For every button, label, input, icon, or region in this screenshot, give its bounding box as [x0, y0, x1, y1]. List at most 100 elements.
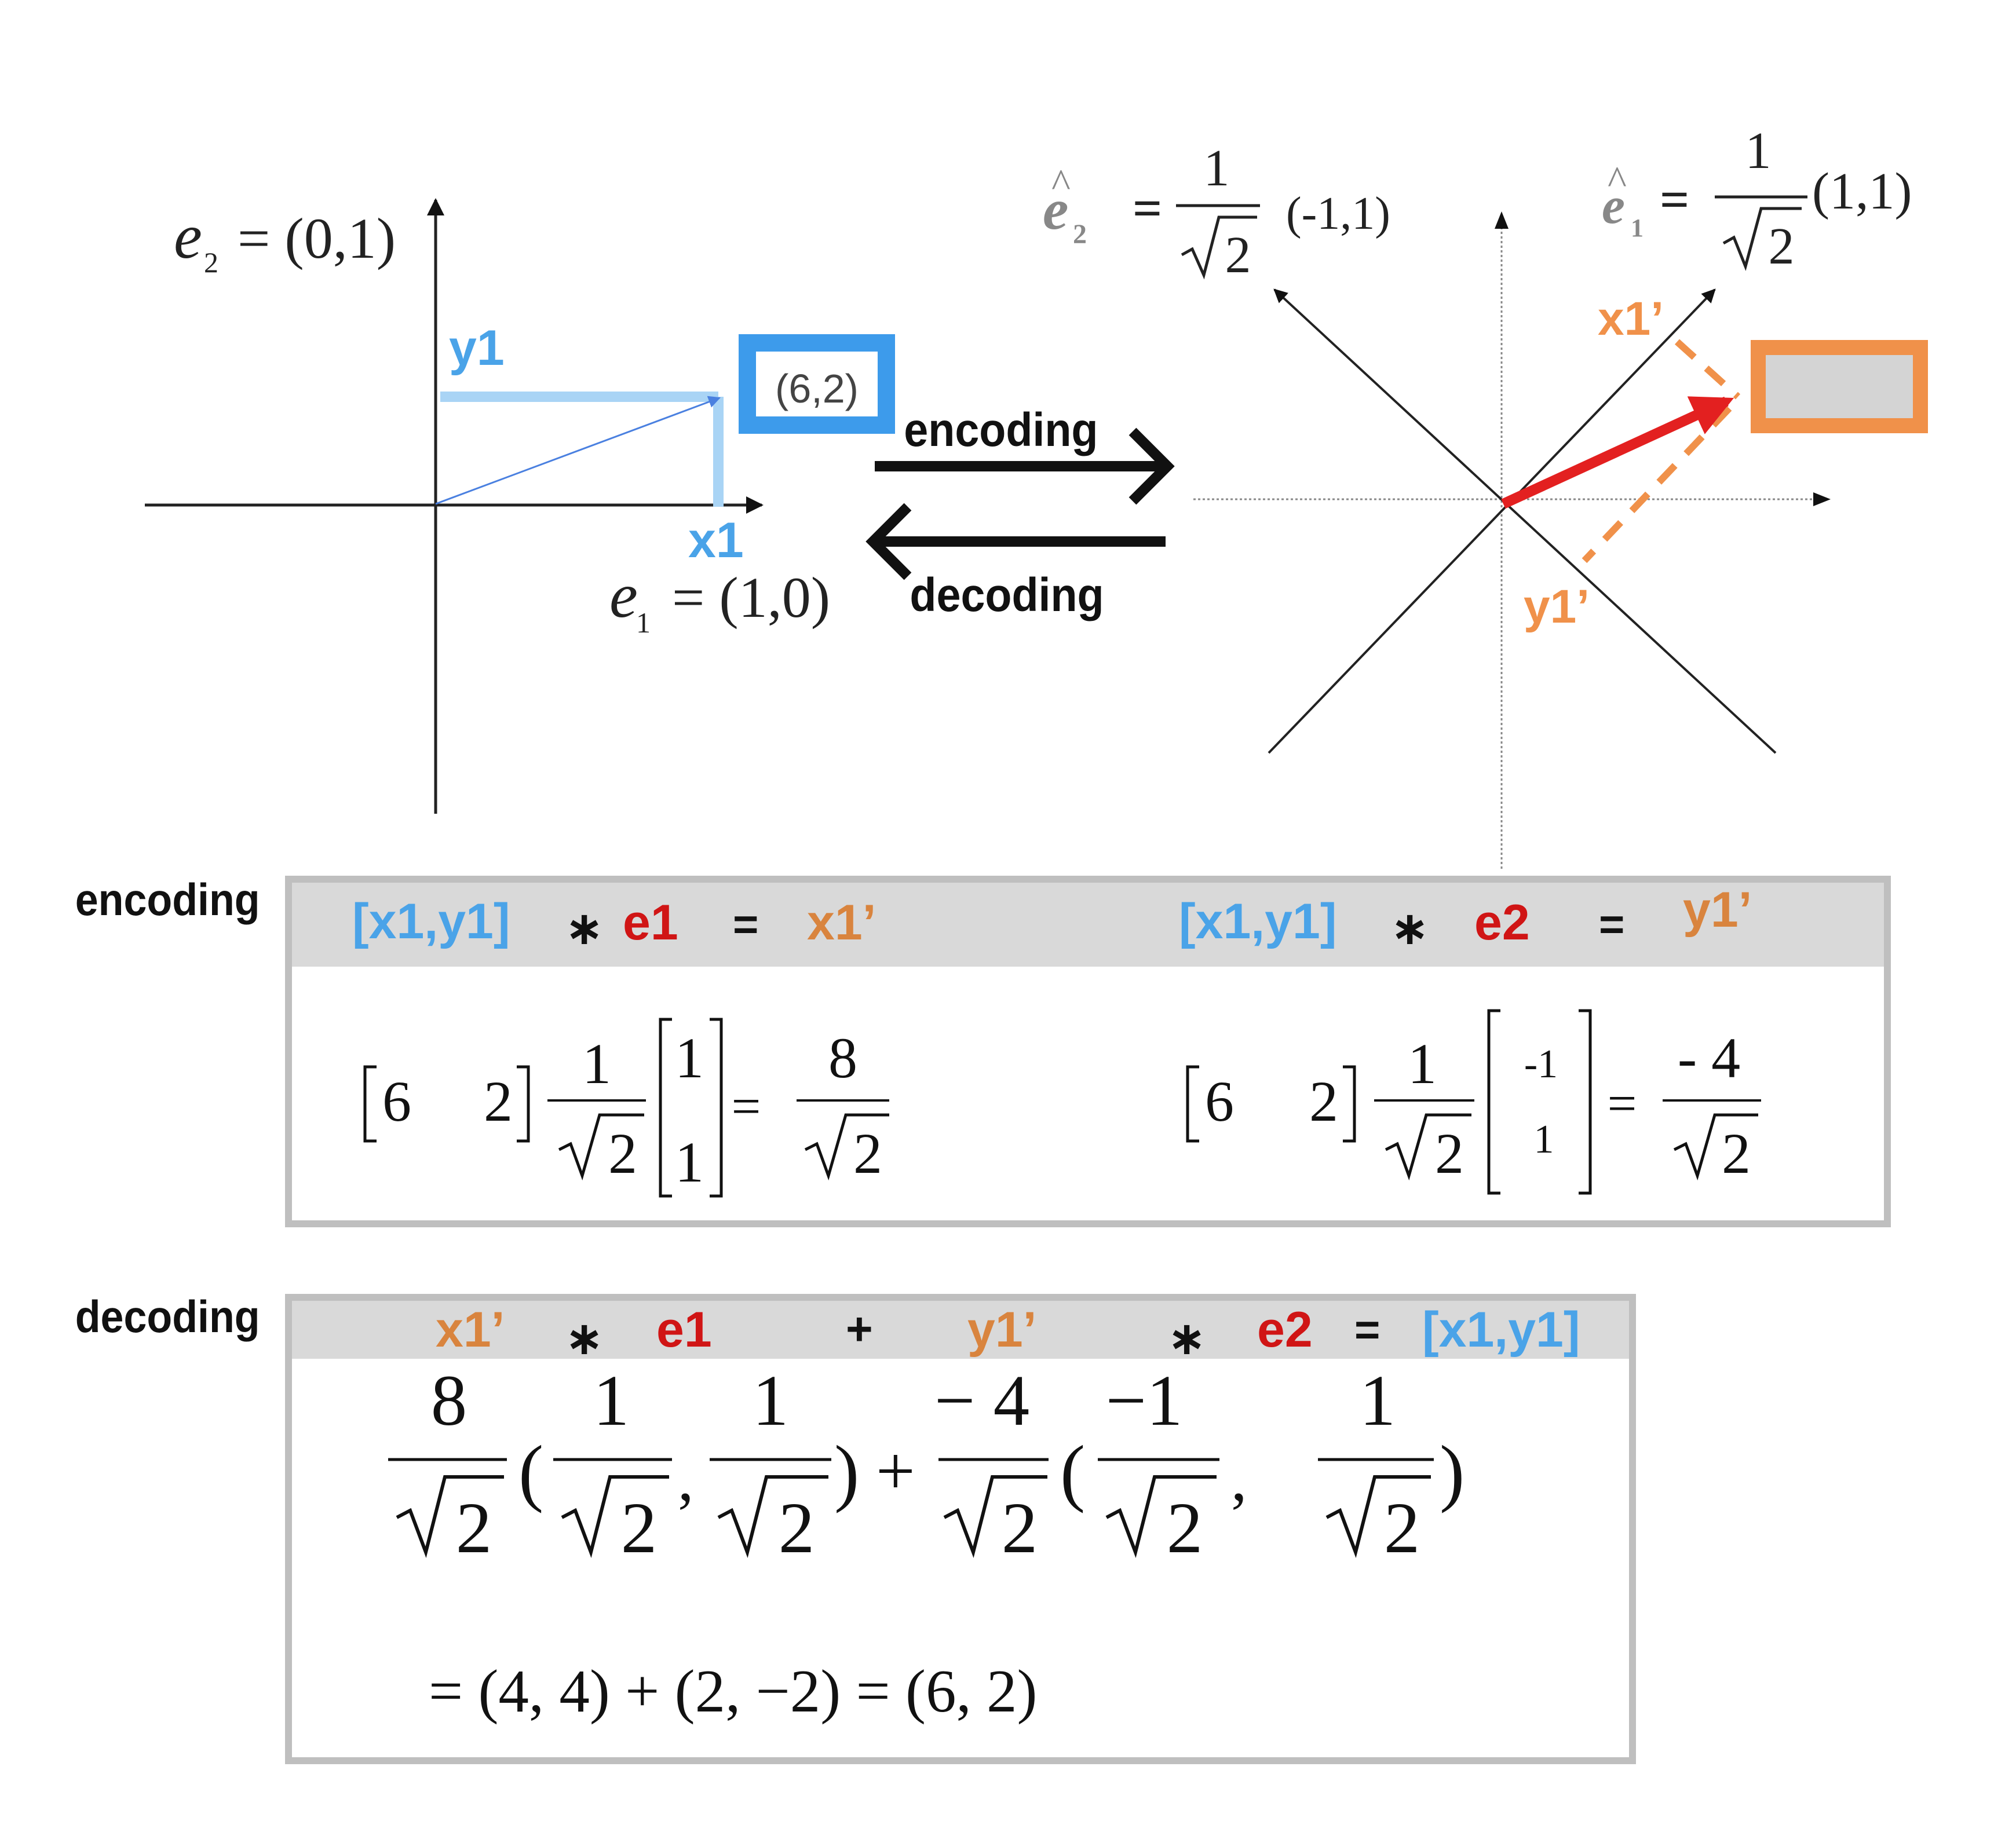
enc-left-res-sqrt — [804, 1113, 889, 1181]
e1-hat-axis — [1268, 288, 1716, 754]
dec-t1b-num: 1 — [753, 1361, 789, 1441]
decoding-formula-bar — [292, 1301, 1629, 1359]
e1-hat-sqrt-sign — [1722, 207, 1802, 271]
dec-paren-1-open: ( — [518, 1431, 543, 1514]
x1-label: x1 — [688, 513, 744, 568]
enc-left-row-bracket-close — [517, 1065, 530, 1143]
enc-right-res-sqrt — [1673, 1113, 1758, 1181]
dec-f2-sqrt — [943, 1475, 1047, 1559]
enc-right-coef-num: 1 — [1408, 1032, 1437, 1096]
enc-right-row-a: 6 — [1205, 1069, 1234, 1133]
e1-hat-mark: ^ — [1608, 159, 1627, 203]
dec-t2b-sqrt — [1325, 1475, 1431, 1559]
dec-result: [x1,y1] — [1422, 1302, 1580, 1358]
dec-plus: + — [846, 1303, 873, 1355]
decoding-side-label: decoding — [75, 1291, 260, 1341]
enc-left-res-den: 2 — [853, 1121, 882, 1186]
e2-hat-definition: ^ e 2 = 1 2 (-1,1) — [1043, 140, 1390, 284]
dec-f1-sqrt — [396, 1475, 504, 1559]
enc-right-op: ∗ — [1390, 902, 1429, 954]
enc-left-coef-num: 1 — [582, 1032, 611, 1096]
vector-6-2 — [435, 396, 721, 505]
enc-left-col-bracket-close — [710, 1018, 723, 1198]
enc-left-col-bottom: 1 — [675, 1130, 704, 1194]
y1-prime-label: y1’ — [1524, 580, 1590, 633]
dec-paren-2-open: ( — [1060, 1431, 1085, 1514]
e2-hat-sqrt-sign — [1181, 215, 1257, 280]
y1-label: y1 — [449, 320, 505, 376]
dec-t1b-sqrt — [717, 1475, 828, 1559]
x1-prime-label: x1’ — [1598, 292, 1664, 345]
e1-hat-vec: (1,1) — [1812, 163, 1912, 220]
dec-t1a-sqrt — [561, 1475, 669, 1559]
dec-basis1: e1 — [656, 1302, 712, 1358]
dec-paren-1-close: ) — [834, 1431, 859, 1514]
dec-x-prime: x1’ — [436, 1302, 505, 1358]
encoding-arrow-label: encoding — [904, 403, 1098, 456]
e2-hat-base: e — [1043, 177, 1068, 242]
enc-left-eq: = — [733, 900, 758, 949]
right-coordinate-plot: x1’ y1’ ^ e 2 = 1 2 (-1,1) ^ e 1 = 1 2 (… — [1043, 122, 1928, 869]
e2-hat-den: 2 — [1225, 226, 1251, 284]
e1-sub: 1 — [636, 606, 651, 639]
enc-right-math: 6 2 1 2 -1 1 = - 4 2 — [1186, 1009, 1761, 1195]
dec-paren-2-close: ) — [1440, 1431, 1464, 1514]
e2-hat-num: 1 — [1204, 140, 1230, 197]
decoding-arrow-head — [865, 503, 912, 580]
enc-right-eq-sign: = — [1608, 1075, 1637, 1132]
x1-prime-projection — [1674, 339, 1741, 400]
enc-right-eq: = — [1599, 900, 1624, 949]
decoding-panel-frame — [285, 1294, 1636, 1764]
left-coordinate-plot: (6,2) y1 x1 e 2 = (0,1) e 1 = (1,0) — [145, 198, 895, 814]
dec-t2a-sqrt — [1105, 1475, 1217, 1559]
dec-t1a-den: 2 — [621, 1488, 658, 1568]
dec-t2b-num: 1 — [1360, 1361, 1396, 1441]
dec-f1-num: 8 — [431, 1361, 468, 1441]
dec-f1-den: 2 — [456, 1488, 492, 1568]
enc-left-vec: [x1,y1] — [352, 894, 510, 949]
e1-base: e — [609, 560, 638, 631]
dec-op1: ∗ — [565, 1312, 604, 1364]
enc-left-op: ∗ — [565, 902, 604, 954]
encoding-arrow-head — [1128, 427, 1175, 505]
e2-value: = (0,1) — [238, 206, 396, 270]
enc-right-result: y1’ — [1683, 882, 1752, 938]
enc-left-col-bracket-open — [659, 1018, 672, 1198]
dec-t2a-den: 2 — [1167, 1488, 1203, 1568]
enc-left-row-b: 2 — [484, 1069, 513, 1133]
enc-left-basis: e1 — [623, 895, 678, 950]
dec-f2-den: 2 — [1002, 1488, 1038, 1568]
enc-right-res-den: 2 — [1722, 1121, 1751, 1186]
dec-math: 8 2 ( 1 2 , 1 2 ) + − 4 2 ( −1 — [388, 1361, 1464, 1725]
decoding-panel: decoding x1’ ∗ e1 + y1’ ∗ e2 = [x1,y1] 8… — [75, 1291, 1636, 1764]
e1-hat-eq: = — [1660, 171, 1689, 229]
dec-f2-num: − 4 — [934, 1361, 1029, 1441]
e1-hat-definition: ^ e 1 = 1 2 (1,1) — [1602, 122, 1912, 275]
dec-comma-2: , — [1231, 1443, 1247, 1514]
enc-right-coef-den: 2 — [1435, 1121, 1464, 1186]
encoding-side-label: encoding — [75, 874, 260, 924]
e2-hat-axis — [1273, 288, 1777, 754]
enc-right-coef-sqrt — [1385, 1113, 1471, 1181]
enc-left-row-a: 6 — [382, 1069, 411, 1133]
e1-hat-sub: 1 — [1631, 214, 1644, 242]
e2-hat-eq: = — [1133, 180, 1162, 237]
encoded-vector — [1501, 396, 1734, 509]
enc-right-col-bottom: 1 — [1534, 1117, 1554, 1162]
enc-right-vec: [x1,y1] — [1179, 894, 1337, 949]
enc-right-col-bracket-open — [1487, 1009, 1500, 1195]
e1-hat-num: 1 — [1745, 122, 1772, 180]
e1-hat-den: 2 — [1769, 218, 1795, 275]
point-label: (6,2) — [775, 366, 859, 411]
e2-base: e — [174, 201, 202, 272]
enc-right-res-num: - 4 — [1678, 1026, 1740, 1090]
enc-left-math: 6 2 1 2 1 1 = 8 2 — [363, 1018, 889, 1198]
dec-t2b-den: 2 — [1384, 1488, 1420, 1568]
enc-right-row-bracket-close — [1343, 1065, 1356, 1143]
dec-basis2: e2 — [1257, 1302, 1313, 1358]
enc-left-res-num: 8 — [828, 1026, 857, 1090]
decoding-arrow-label: decoding — [910, 568, 1104, 621]
transform-arrows: encoding decoding — [865, 403, 1175, 621]
enc-right-row-b: 2 — [1309, 1069, 1338, 1133]
